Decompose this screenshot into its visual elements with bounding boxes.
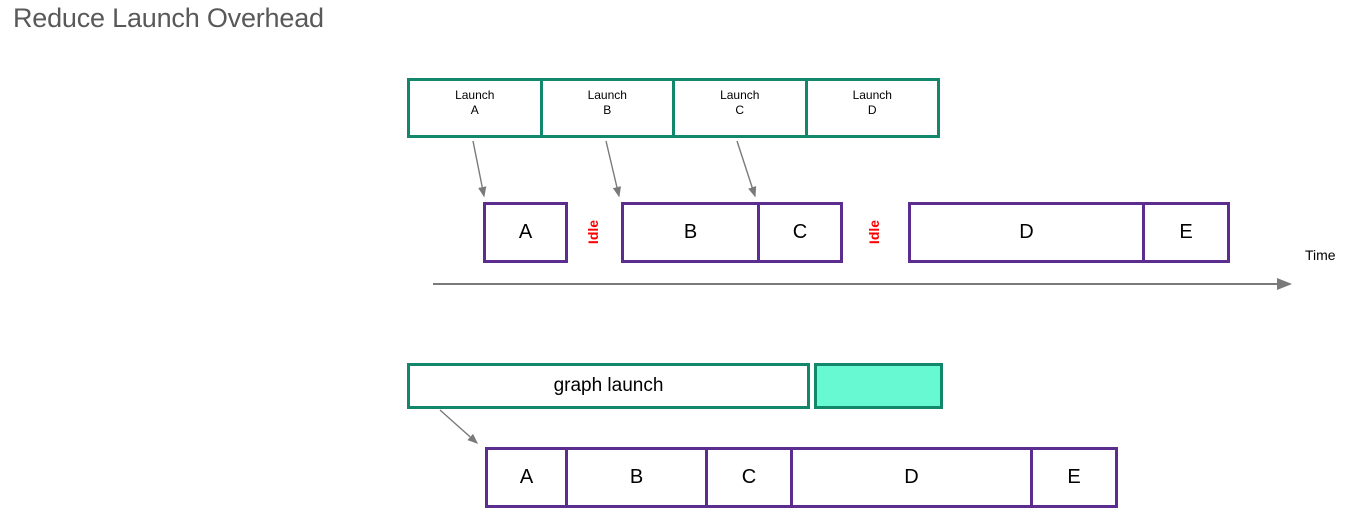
idle-label-1: Idle — [585, 219, 601, 245]
launch-box-b: Launch B — [539, 78, 675, 138]
launch-box-c-word: Launch — [720, 88, 760, 102]
launch-box-a: Launch A — [407, 78, 543, 138]
launch-box-d-word: Launch — [852, 88, 892, 102]
graph-kernel-box-d: D — [790, 447, 1033, 508]
launch-c-to-kernel-c-arrow — [736, 140, 757, 198]
kernel-box-e: E — [1142, 202, 1230, 263]
launch-box-b-letter: B — [603, 103, 612, 117]
kernel-box-a: A — [483, 202, 568, 263]
launch-box-c: Launch C — [672, 78, 808, 138]
graph-kernel-box-c: C — [705, 447, 793, 508]
idle-label-2: Idle — [866, 219, 882, 245]
launch-box-b-word: Launch — [587, 88, 627, 102]
launch-box-d-letter: D — [867, 103, 877, 117]
graph-kernel-box-e: E — [1030, 447, 1118, 508]
launch-box-d: Launch D — [804, 78, 940, 138]
time-axis-label: Time — [1305, 247, 1336, 263]
graph-kernel-box-b: B — [565, 447, 708, 508]
launch-box-c-letter: C — [735, 103, 745, 117]
kernel-box-d: D — [908, 202, 1145, 263]
launch-row: Launch A Launch B Launch C Launch D — [407, 78, 940, 138]
graph-launch-to-kernels-arrow — [439, 409, 479, 444]
launch-box-a-letter: A — [470, 103, 479, 117]
launch-box-a-word: Launch — [455, 88, 495, 102]
kernel-box-c: C — [757, 202, 843, 263]
graph-kernel-box-a: A — [485, 447, 568, 508]
graph-launch-overhead-fill — [814, 363, 943, 409]
page-title: Reduce Launch Overhead — [13, 3, 324, 33]
graph-launch-label: graph launch — [553, 375, 664, 396]
launch-a-to-kernel-a-arrow — [472, 140, 487, 198]
launch-b-to-kernel-b-arrow — [605, 140, 621, 198]
kernel-box-b: B — [621, 202, 760, 263]
graph-launch-box: graph launch — [407, 363, 810, 409]
